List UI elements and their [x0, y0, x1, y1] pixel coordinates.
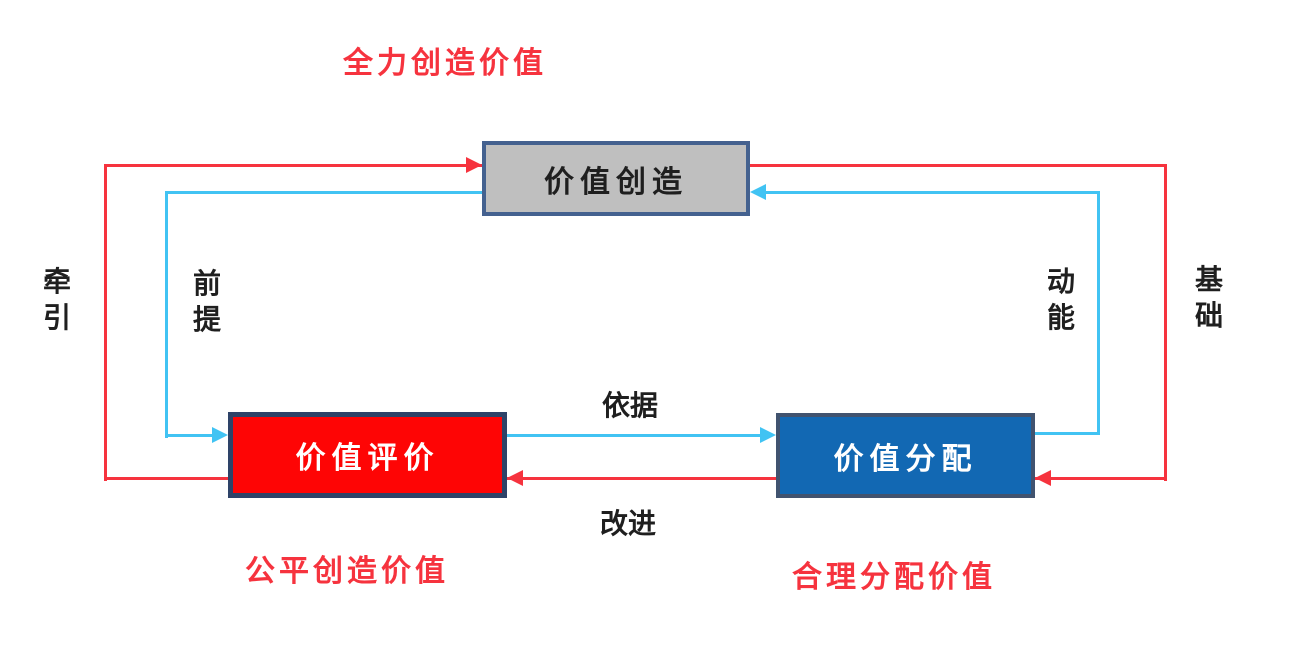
node-value-creation: 价值创造 — [482, 141, 750, 216]
caption-fair-value-creation: 公平创造价值 — [245, 555, 449, 588]
red-line-top-left — [104, 164, 482, 167]
edge-label-foundation: 基 础 — [1194, 264, 1223, 331]
edge-label-premise: 前 提 — [192, 268, 221, 335]
red-line-right-vertical — [1164, 164, 1167, 481]
red-arrowhead-into-evaluation — [507, 470, 523, 486]
edge-label-basis: 依据 — [602, 390, 659, 421]
cyan-line-left-vertical — [165, 191, 168, 438]
cyan-arrowhead-into-evaluation — [212, 427, 228, 443]
edge-label-improvement: 改进 — [600, 508, 657, 539]
cyan-arrowhead-into-creation — [750, 184, 766, 200]
red-line-bottom-right — [1035, 477, 1167, 480]
edge-label-momentum: 动 能 — [1046, 266, 1075, 333]
caption-reasonable-value-distribution: 合理分配价值 — [792, 561, 996, 594]
cyan-line-bottom-left — [165, 434, 213, 437]
red-arrowhead-into-distribution — [1035, 470, 1051, 486]
cyan-line-right-vertical — [1097, 191, 1100, 435]
cyan-line-bottom-right — [1035, 432, 1100, 435]
cyan-line-top-left — [165, 191, 482, 194]
red-line-top-right — [748, 164, 1167, 167]
diagram-title: 全力创造价值 — [343, 47, 547, 80]
red-line-bottom-left — [104, 477, 228, 480]
node-value-evaluation-label: 价值评价 — [295, 442, 440, 475]
node-value-distribution-label: 价值分配 — [833, 442, 978, 476]
node-value-creation-label: 价值创造 — [544, 165, 688, 199]
edge-label-traction: 牵 引 — [42, 266, 71, 333]
node-value-evaluation: 价值评价 — [228, 412, 507, 498]
cyan-line-middle-horizontal — [507, 434, 761, 437]
red-line-middle-horizontal — [507, 477, 776, 480]
cyan-line-top-right — [760, 191, 1100, 194]
red-arrowhead-into-creation — [466, 157, 482, 173]
node-value-distribution: 价值分配 — [776, 413, 1035, 498]
cyan-arrowhead-into-distribution — [760, 427, 776, 443]
red-line-left-vertical — [104, 164, 107, 481]
